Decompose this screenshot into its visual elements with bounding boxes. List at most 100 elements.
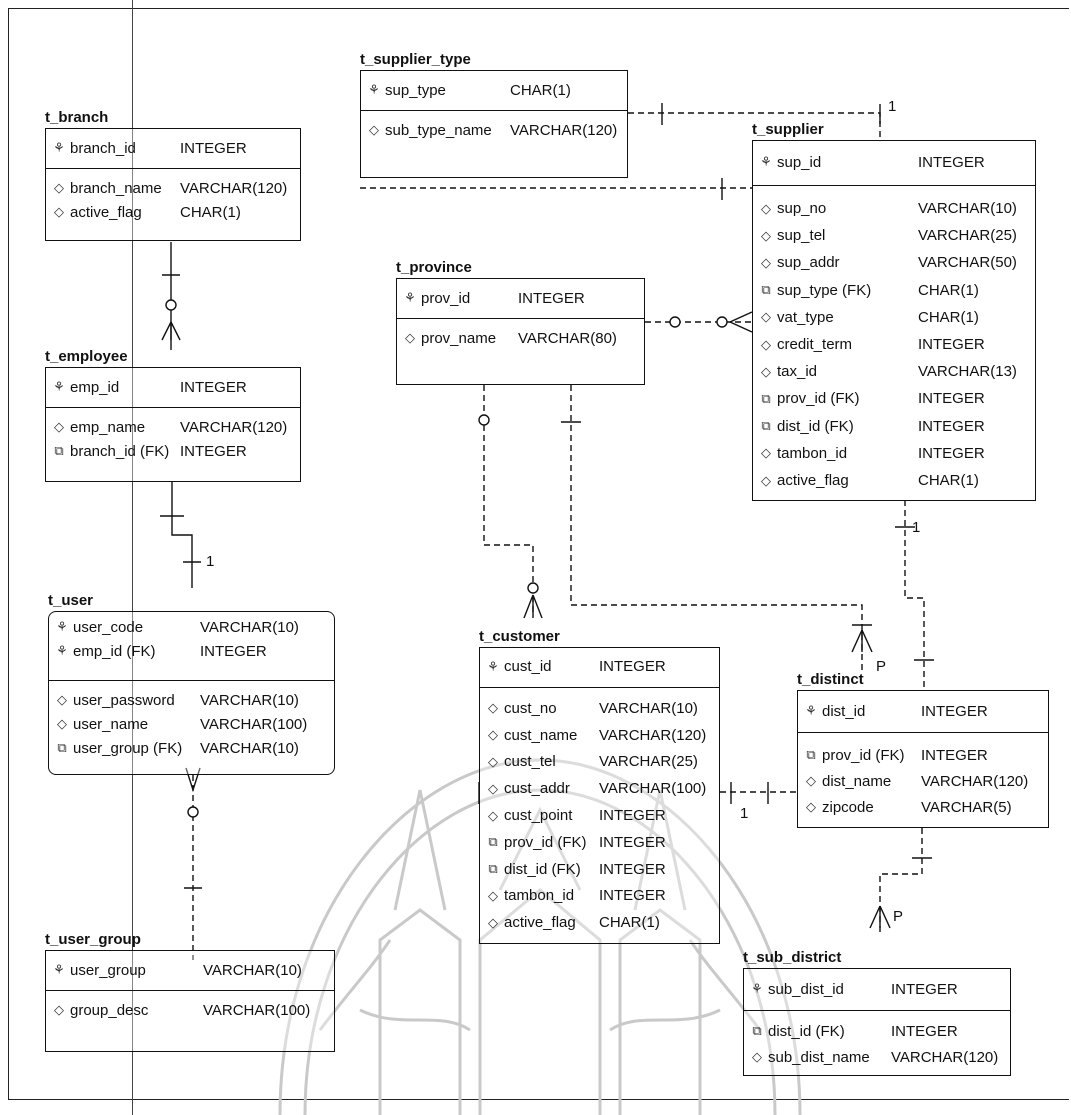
field-name: sup_id <box>777 153 822 171</box>
field-type: VARCHAR(100) <box>203 1001 311 1019</box>
field-type: INTEGER <box>918 417 985 435</box>
pk-key-icon: ⚘ <box>368 82 380 97</box>
entity-title: t_customer <box>479 628 560 645</box>
field-type: VARCHAR(10) <box>200 691 299 709</box>
key-divider <box>797 732 1049 733</box>
field-type: INTEGER <box>918 444 985 462</box>
field-row: ⚘emp_id (FK)INTEGER <box>54 639 331 663</box>
fk-icon: ⧉ <box>488 834 498 850</box>
attribute-icon: ◇ <box>54 1002 64 1017</box>
field-name: sup_type <box>385 81 446 99</box>
field-type: VARCHAR(80) <box>518 329 617 347</box>
field-type: INTEGER <box>180 442 247 460</box>
field-name: dist_id (FK) <box>504 860 581 878</box>
field-type: INTEGER <box>180 139 247 157</box>
field-type: INTEGER <box>599 833 666 851</box>
field-type: VARCHAR(25) <box>599 753 698 771</box>
field-type: CHAR(1) <box>918 472 979 490</box>
field-type: VARCHAR(5) <box>921 798 1012 816</box>
cardinality-one-label: 1 <box>740 805 749 822</box>
field-row: ⧉prov_id (FK)INTEGER <box>485 829 716 856</box>
field-type: VARCHAR(10) <box>599 699 698 717</box>
field-name: cust_name <box>504 726 578 744</box>
field-name: tax_id <box>777 363 818 381</box>
attribute-icon: ◇ <box>488 807 498 823</box>
field-name: branch_id <box>70 139 136 157</box>
attribute-icon: ◇ <box>806 799 816 814</box>
field-row: ⚘ branch_id INTEGER <box>51 136 297 160</box>
field-type: CHAR(1) <box>180 203 241 221</box>
field-type: INTEGER <box>599 860 666 878</box>
entity-title: t_supplier_type <box>360 51 471 68</box>
field-name: sup_tel <box>777 227 826 245</box>
key-divider <box>48 680 335 681</box>
field-name: zipcode <box>822 798 874 816</box>
pk-key-icon: ⚘ <box>53 140 65 155</box>
attribute-icon: ◇ <box>761 472 771 488</box>
field-name: prov_name <box>421 329 497 347</box>
field-type: VARCHAR(120) <box>180 179 288 197</box>
attribute-icon: ◇ <box>488 727 498 743</box>
field-type: VARCHAR(100) <box>200 715 308 733</box>
pk-key-icon: ⚘ <box>751 981 763 996</box>
field-type: VARCHAR(50) <box>918 254 1017 272</box>
field-name: emp_id (FK) <box>73 642 156 660</box>
key-divider <box>396 318 645 319</box>
key-divider <box>743 1010 1011 1011</box>
field-type: INTEGER <box>518 289 585 307</box>
field-type: VARCHAR(120) <box>921 772 1029 790</box>
entity-box <box>743 968 1011 1076</box>
pk-key-icon: ⚘ <box>404 290 416 305</box>
field-name: branch_id (FK) <box>70 442 170 460</box>
attribute-icon: ◇ <box>488 887 498 903</box>
rel-distinct-subdistrict <box>879 828 923 935</box>
entity-title: t_supplier <box>752 121 824 138</box>
rel-province-customer <box>483 385 534 615</box>
field-type: INTEGER <box>599 807 666 825</box>
field-row: ⧉prov_id (FK)INTEGER <box>758 385 1032 412</box>
fk-icon: ⧉ <box>752 1023 762 1038</box>
fk-icon: ⧉ <box>761 418 771 434</box>
field-name: credit_term <box>777 336 853 354</box>
attribute-icon: ◇ <box>761 309 771 325</box>
entity-title: t_user <box>48 592 94 609</box>
field-row: ◇ zipcode VARCHAR(5) <box>803 794 1045 820</box>
field-name: cust_no <box>504 699 557 717</box>
field-type: VARCHAR(13) <box>918 363 1017 381</box>
field-name: user_group <box>70 961 146 979</box>
field-type: VARCHAR(120) <box>510 121 618 139</box>
pk-key-icon: ⚘ <box>805 703 817 718</box>
attribute-icon: ◇ <box>54 204 64 219</box>
field-type: VARCHAR(10) <box>200 739 299 757</box>
key-divider <box>45 990 335 991</box>
field-name: emp_id <box>70 378 120 396</box>
field-type: INTEGER <box>921 746 988 764</box>
entity-box <box>45 367 301 482</box>
field-name: sup_addr <box>777 254 840 272</box>
